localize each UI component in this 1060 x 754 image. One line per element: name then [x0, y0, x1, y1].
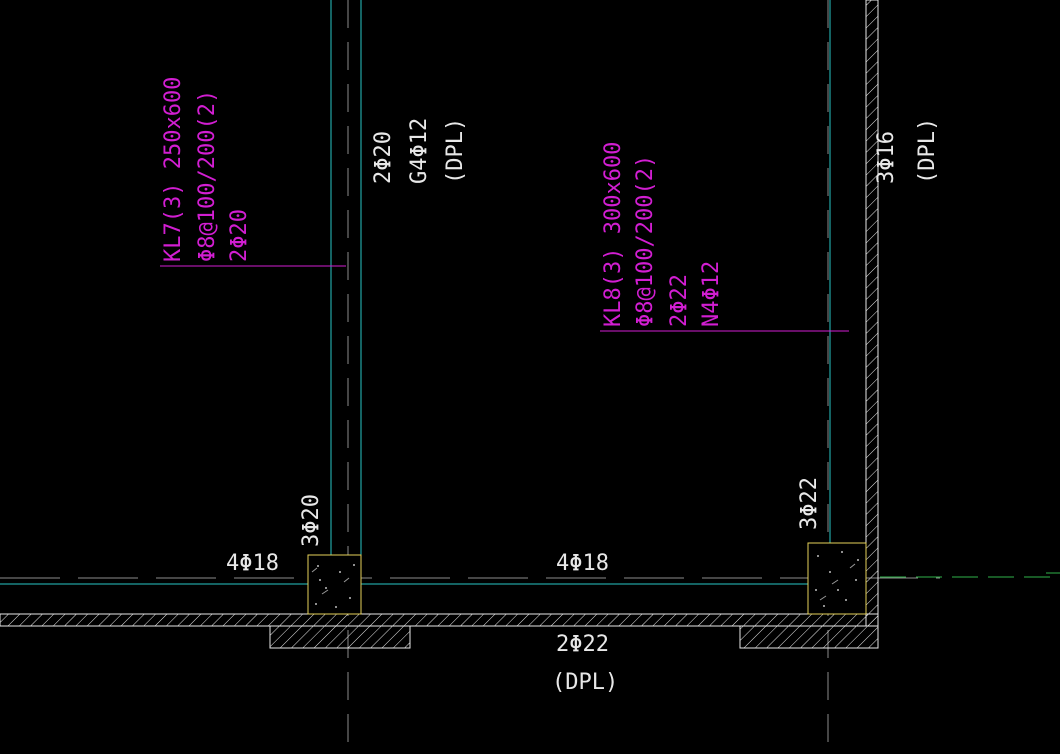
- column-right-label: 3Φ22: [797, 477, 822, 530]
- column-dots: [315, 551, 859, 608]
- label-4phi18-mid: 4Φ18: [556, 551, 609, 576]
- kl7-line2: Φ8@100/200(2): [195, 90, 220, 262]
- label-dpl-bottom: (DPL): [552, 670, 618, 695]
- columns: [307, 542, 867, 615]
- right-beam-line2: (DPL): [915, 118, 940, 184]
- column-right: [807, 542, 867, 615]
- right-beam-annotation: 3Φ16 (DPL): [874, 118, 940, 184]
- kl8-line4: N4Φ12: [699, 261, 724, 327]
- left-beam-line1: 2Φ20: [371, 131, 396, 184]
- left-beam-annotation: 2Φ20 G4Φ12 (DPL): [371, 118, 468, 184]
- kl8-line1: KL8(3) 300x600: [601, 142, 626, 327]
- column-ticks: [311, 563, 856, 601]
- leader-lines: [160, 265, 849, 332]
- kl7-annotation: KL7(3) 250x600 Φ8@100/200(2) 2Φ20: [161, 77, 252, 262]
- svg-text:3Φ20: 3Φ20: [299, 494, 324, 547]
- label-2phi22-bottom: 2Φ22: [556, 632, 609, 657]
- left-beam-line2: G4Φ12: [407, 118, 432, 184]
- green-axis: [880, 572, 1060, 578]
- right-beam-line1: 3Φ16: [874, 131, 899, 184]
- footing-right: [739, 625, 879, 649]
- axis-lines: [0, 0, 940, 754]
- left-beam-line3: (DPL): [443, 118, 468, 184]
- kl8-line3: 2Φ22: [667, 274, 692, 327]
- kl7-line1: KL7(3) 250x600: [161, 77, 186, 262]
- label-4phi18-left: 4Φ18: [226, 551, 279, 576]
- hatched-walls: [0, 0, 879, 649]
- column-left: [307, 554, 362, 615]
- right-wall: [865, 0, 879, 627]
- footing-left: [269, 625, 411, 649]
- svg-text:3Φ22: 3Φ22: [797, 477, 822, 530]
- column-left-label: 3Φ20: [299, 494, 324, 547]
- kl7-line3: 2Φ20: [227, 209, 252, 262]
- kl8-line2: Φ8@100/200(2): [633, 155, 658, 327]
- bottom-wall: [0, 613, 879, 627]
- kl8-annotation: KL8(3) 300x600 Φ8@100/200(2) 2Φ22 N4Φ12: [601, 142, 724, 327]
